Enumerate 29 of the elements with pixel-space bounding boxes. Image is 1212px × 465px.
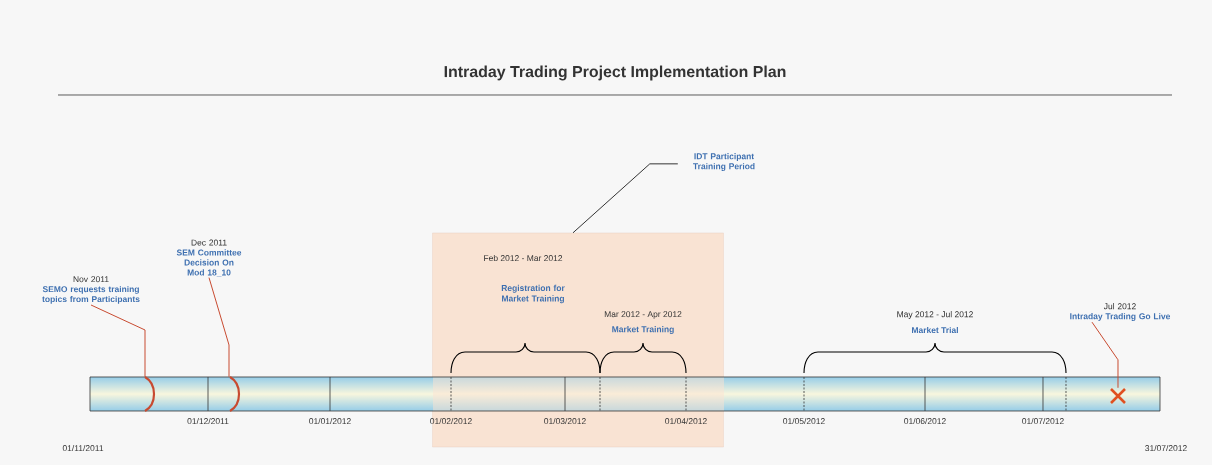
date-label: 01/04/2012 (665, 417, 707, 425)
leader-line (90, 304, 146, 378)
date-label: 01/05/2012 (783, 417, 825, 425)
date-range-label: Mar 2012 - Apr 2012 (604, 311, 682, 319)
leader-line (208, 277, 230, 378)
date-label: Jul 2012 (1103, 303, 1136, 310)
milestone-arc (144, 376, 156, 412)
date-label: 01/07/2012 (1022, 417, 1064, 425)
event-label: IDT Participant Training Period (693, 153, 755, 171)
event-label: Intraday Trading Go Live (1070, 313, 1171, 321)
period-label: Market Trial (912, 326, 958, 334)
date-label: 01/01/2012 (309, 417, 351, 425)
date-label: 01/06/2012 (904, 417, 946, 425)
date-label: 31/07/2012 (1145, 444, 1187, 452)
milestone-arc (229, 376, 241, 412)
date-label: 01/12/2011 (187, 417, 229, 425)
date-label: Nov 2011 (73, 276, 109, 283)
go-live-cross (1109, 387, 1127, 405)
date-label: Dec 2011 (191, 239, 227, 246)
date-range-label: Feb 2012 - Mar 2012 (484, 254, 563, 262)
event-label: SEM Committee Decision On Mod 18_10 (176, 249, 242, 277)
date-range-label: May 2012 - Jul 2012 (897, 311, 973, 319)
date-label: 01/11/2011 (62, 444, 104, 452)
date-label: 01/03/2012 (544, 417, 586, 425)
period-label: Registration for Market Training (501, 284, 565, 304)
date-label: 01/02/2012 (430, 417, 472, 425)
event-label: SEMO requests training topics from Participants (42, 285, 140, 304)
title: Intraday Trading Project Implementation Plan (444, 65, 786, 81)
period-label: Market Training (612, 326, 674, 334)
